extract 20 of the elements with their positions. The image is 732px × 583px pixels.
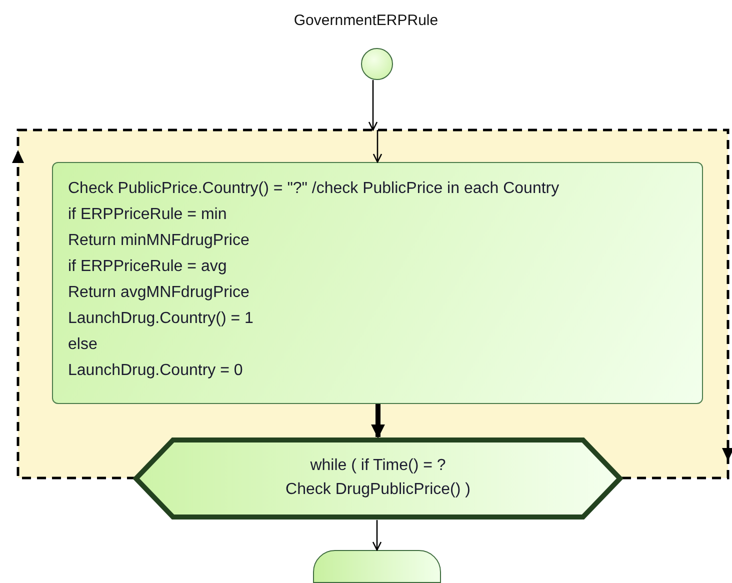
action-box (52, 162, 703, 404)
arrow (371, 404, 385, 438)
code-line: else (68, 335, 98, 355)
arrow (372, 130, 382, 163)
condition-text: Check DrugPublicPrice() ) (284, 480, 472, 500)
code-line: Return avgMNFdrugPrice (68, 283, 250, 303)
code-line: Return minMNFdrugPrice (68, 231, 250, 251)
code-line: if ERPPriceRule = min (68, 205, 228, 225)
condition-text: while ( if Time() = ? (309, 456, 447, 476)
loop-condition-hexagon (133, 437, 623, 520)
code-line: if ERPPriceRule = avg (68, 257, 228, 277)
diagram-title: GovernmentERPRule (292, 12, 440, 29)
arrow (368, 80, 378, 131)
start-node (361, 48, 393, 80)
code-line: Check PublicPrice.Country() = "?" /check PublicPrice in each Country (68, 179, 560, 199)
loop-region (18, 130, 728, 478)
code-line: LaunchDrug.Country() = 1 (68, 309, 254, 329)
arrow (372, 520, 382, 551)
end-node (313, 550, 441, 583)
code-line: LaunchDrug.Country = 0 (68, 361, 244, 381)
